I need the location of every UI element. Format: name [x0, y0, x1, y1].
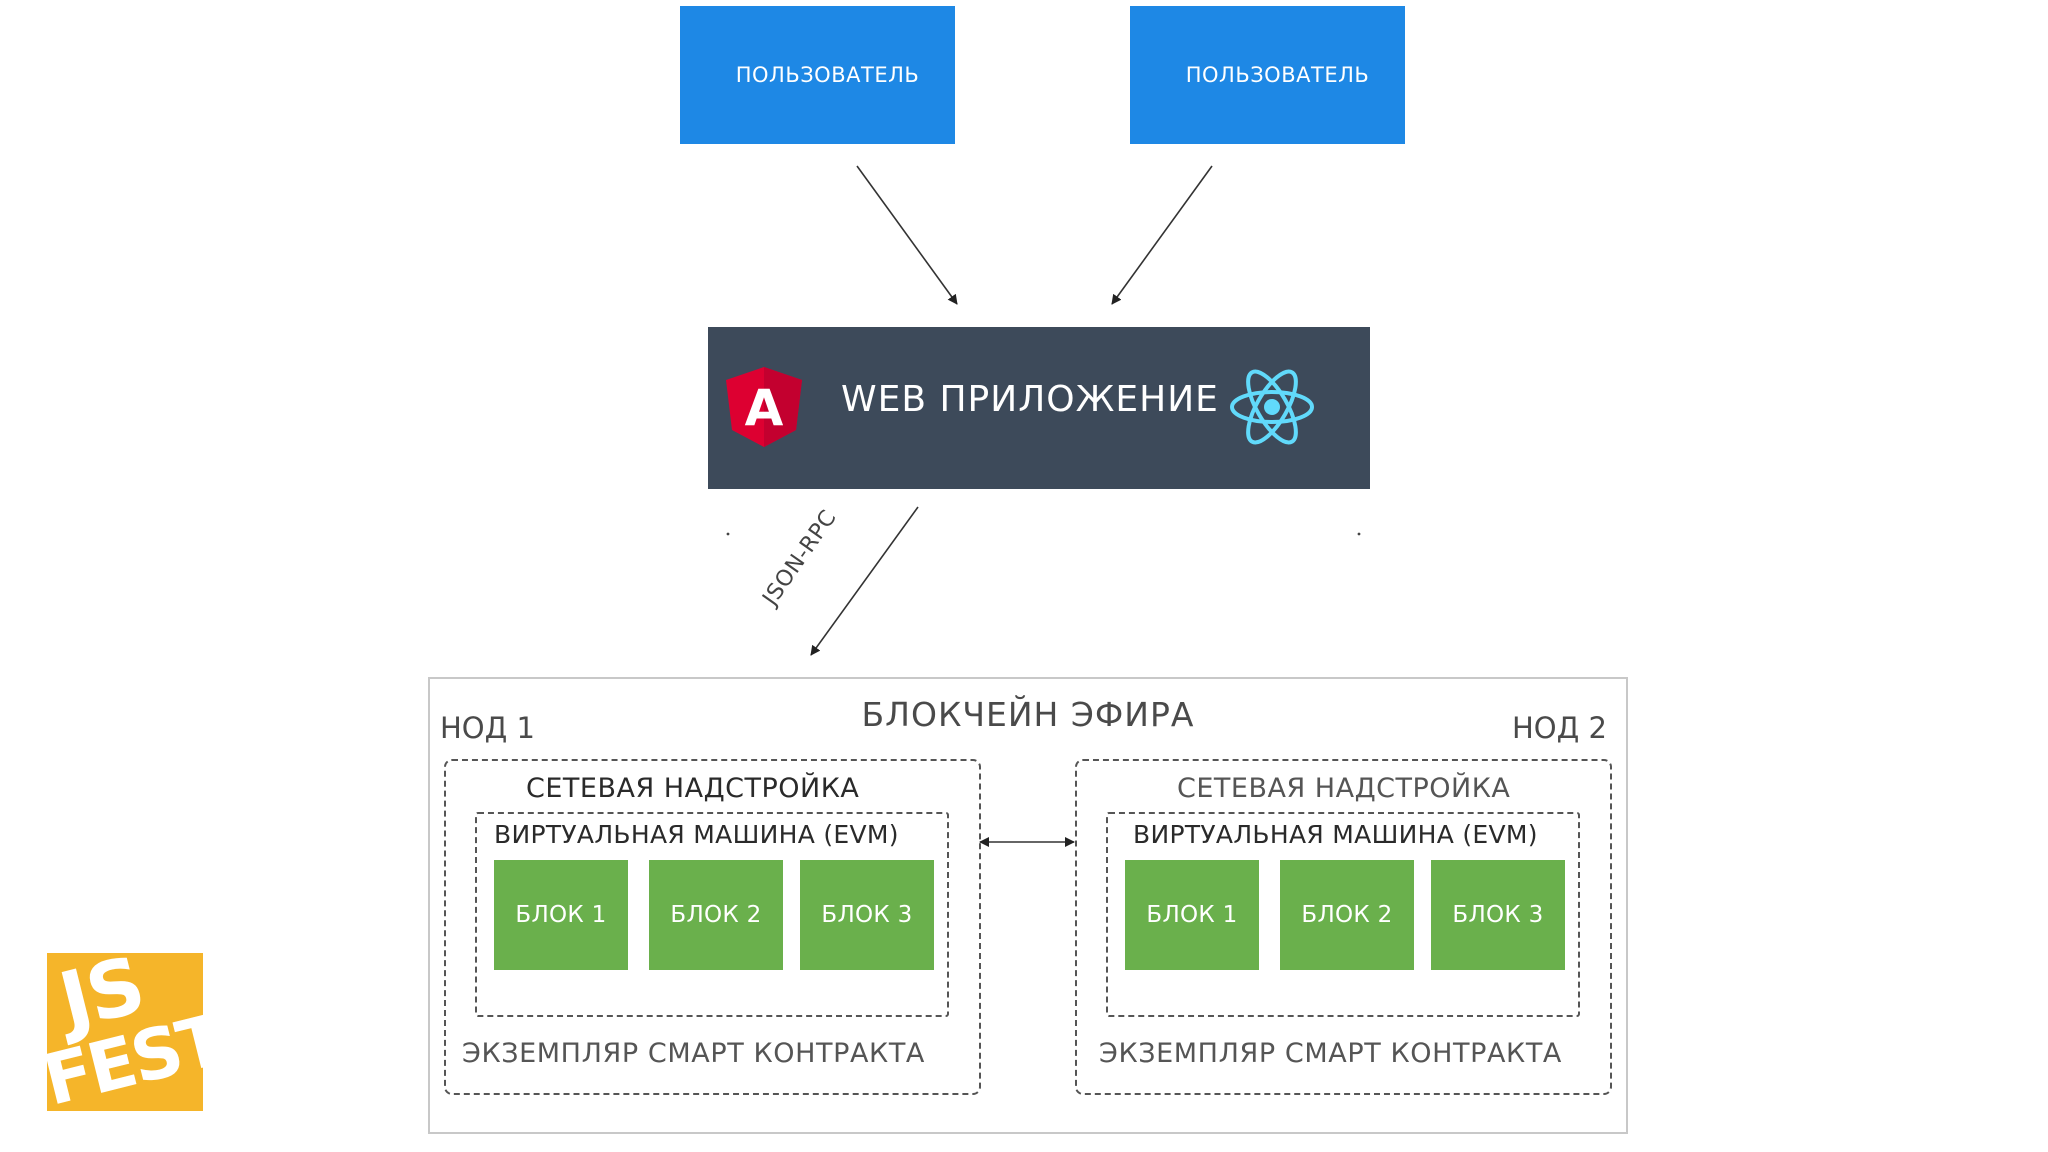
node-2-label: НОД 2	[1512, 711, 1607, 745]
arrow-user1-to-webapp	[856, 165, 958, 305]
node-1-label: НОД 1	[440, 711, 535, 745]
stray-dot-right	[1357, 532, 1361, 536]
jsfest-logo-icon: JS FEST	[47, 953, 203, 1111]
node-2-network-layer: СЕТЕВАЯ НАДСТРОЙКА ЭКЗЕМПЛЯР СМАРТ КОНТР…	[1075, 759, 1612, 1095]
angular-icon: A	[726, 367, 802, 447]
arrow-webapp-to-chain	[810, 506, 919, 656]
node-2-contract-label: ЭКЗЕМПЛЯР СМАРТ КОНТРАКТА	[1099, 1038, 1562, 1069]
node-1-network-layer: СЕТЕВАЯ НАДСТРОЙКА ЭКЗЕМПЛЯР СМАРТ КОНТР…	[444, 759, 981, 1095]
angular-icon-letter: A	[745, 379, 784, 437]
blockchain-title: БЛОКЧЕЙН ЭФИРА	[861, 695, 1195, 734]
node-1-block-2: БЛОК 2	[649, 860, 783, 970]
user-box-2-label: ПОЛЬЗОВАТЕЛЬ	[1185, 63, 1370, 87]
react-icon	[1230, 369, 1314, 445]
web-app-box: A WEB ПРИЛОЖЕНИЕ	[708, 327, 1370, 489]
user-box-1-label: ПОЛЬЗОВАТЕЛЬ	[735, 63, 920, 87]
web-app-label: WEB ПРИЛОЖЕНИЕ	[841, 379, 1219, 420]
node-1-block-3: БЛОК 3	[800, 860, 934, 970]
node-1-block-1: БЛОК 1	[494, 860, 628, 970]
user-box-2: ПОЛЬЗОВАТЕЛЬ	[1130, 6, 1405, 144]
node-2-vm-label: ВИРТУАЛЬНАЯ МАШИНА (EVM)	[1133, 820, 1538, 849]
node-1-network-label: СЕТЕВАЯ НАДСТРОЙКА	[526, 773, 860, 804]
node-2-block-2: БЛОК 2	[1280, 860, 1414, 970]
user-box-1: ПОЛЬЗОВАТЕЛЬ	[680, 6, 955, 144]
node-2-network-label: СЕТЕВАЯ НАДСТРОЙКА	[1177, 773, 1511, 804]
node-1-vm-label: ВИРТУАЛЬНАЯ МАШИНА (EVM)	[494, 820, 899, 849]
node-2-vm-box: ВИРТУАЛЬНАЯ МАШИНА (EVM) БЛОК 1 БЛОК 2 Б…	[1106, 812, 1580, 1017]
stray-dot-left	[726, 532, 730, 536]
blockchain-container: БЛОКЧЕЙН ЭФИРА	[428, 677, 1628, 1134]
node-2-block-1: БЛОК 1	[1125, 860, 1259, 970]
node-1-vm-box: ВИРТУАЛЬНАЯ МАШИНА (EVM) БЛОК 1 БЛОК 2 Б…	[475, 812, 949, 1017]
node-2-block-3: БЛОК 3	[1431, 860, 1565, 970]
node-1-contract-label: ЭКЗЕМПЛЯР СМАРТ КОНТРАКТА	[462, 1038, 925, 1069]
arrow-user2-to-webapp	[1111, 165, 1213, 305]
